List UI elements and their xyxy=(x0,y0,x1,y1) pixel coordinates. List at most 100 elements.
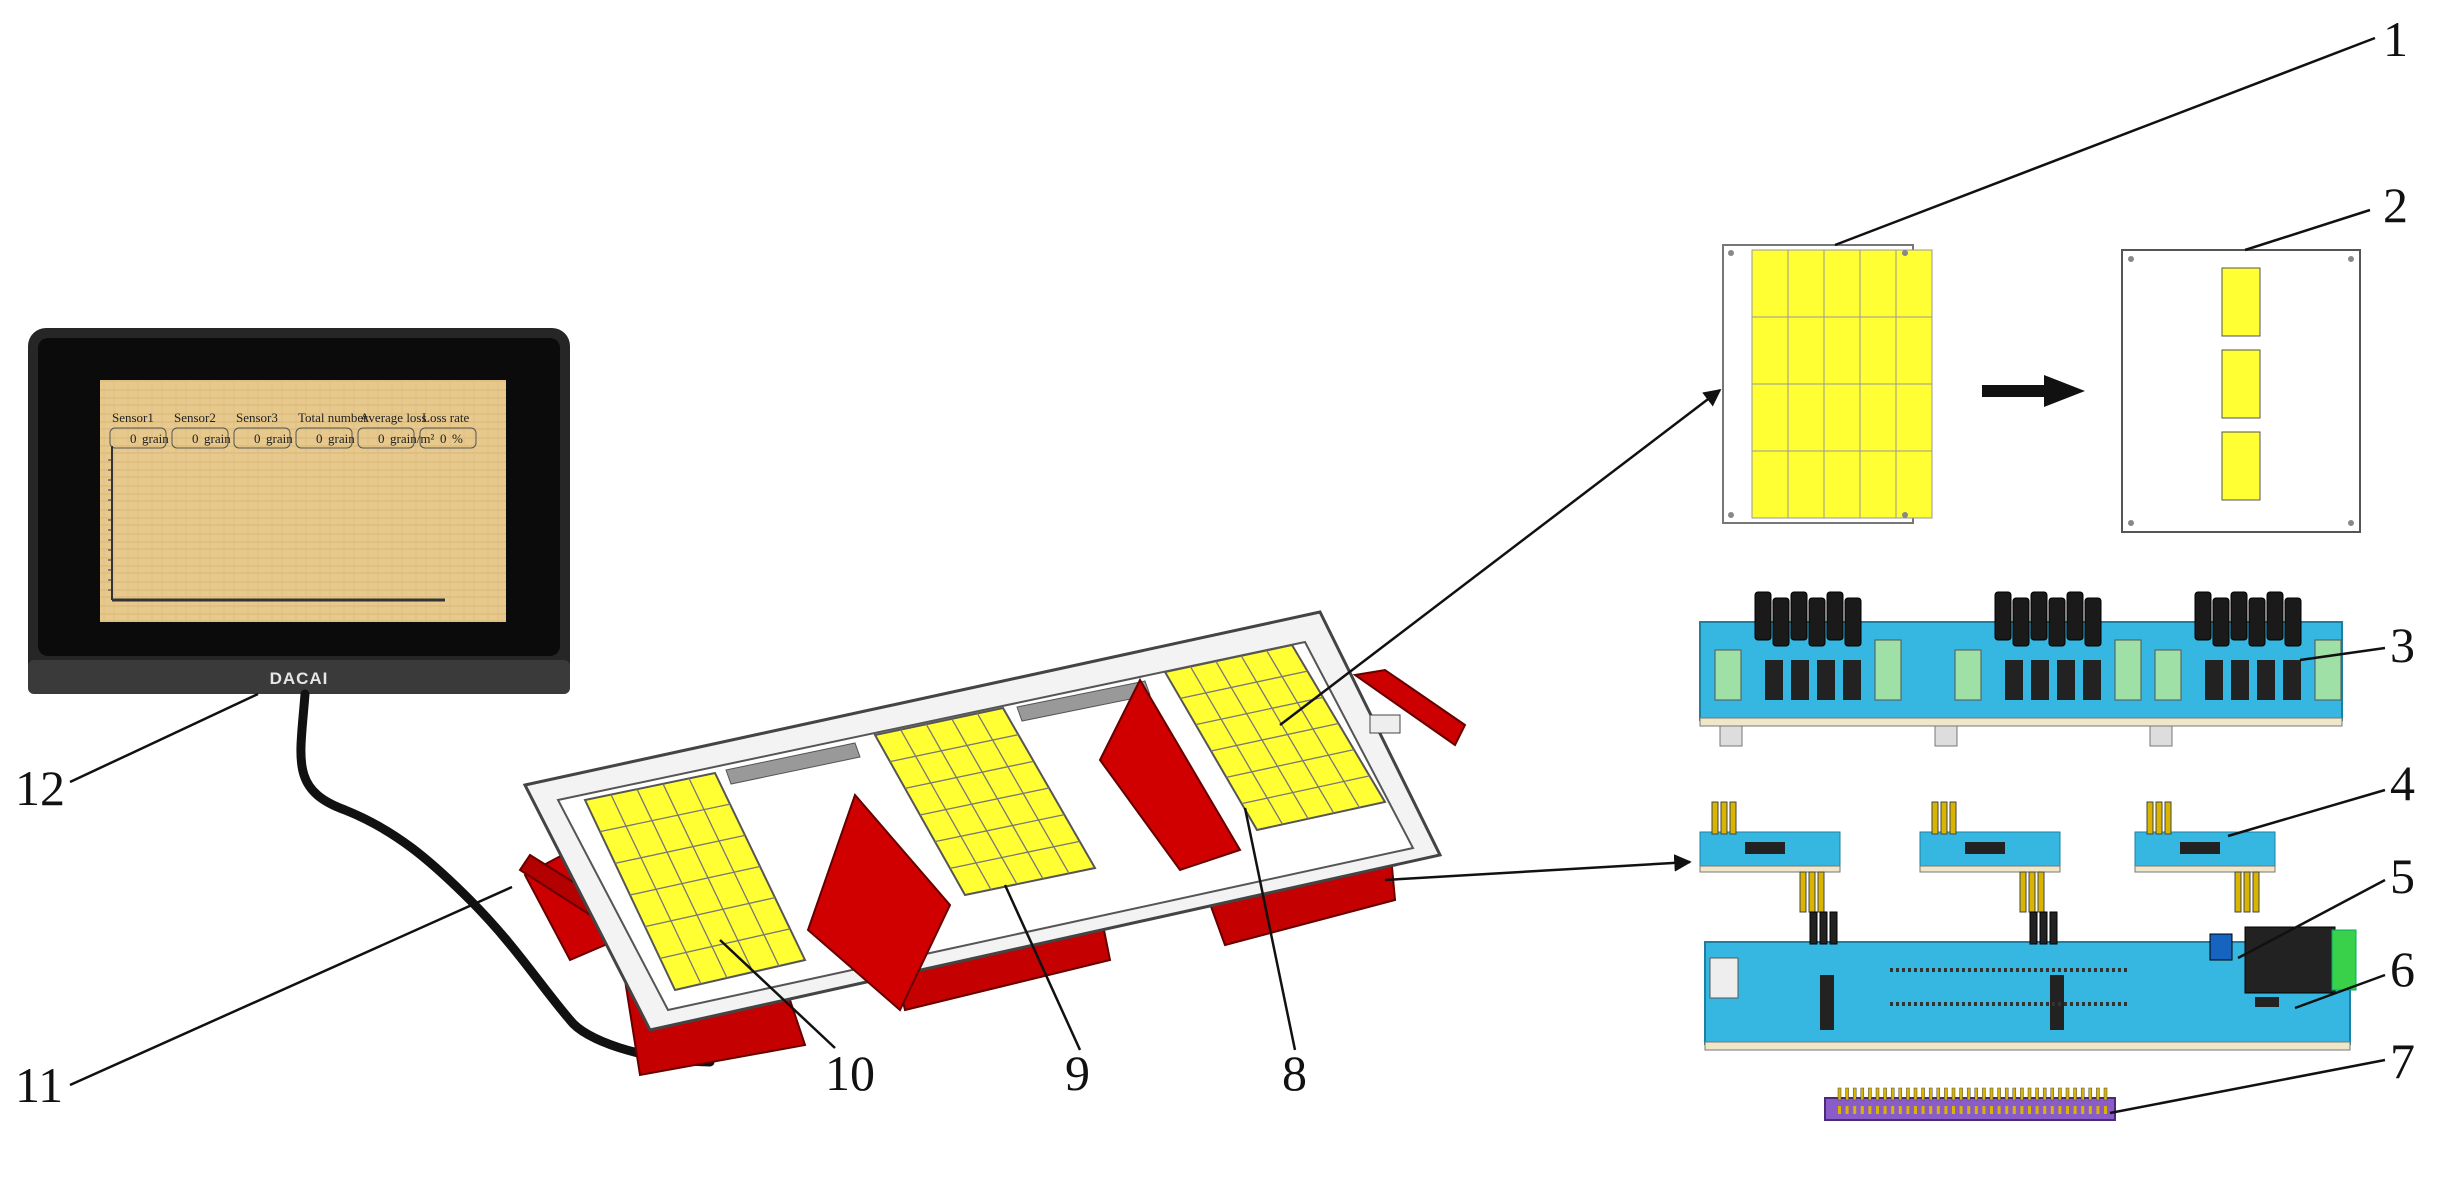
screen-column-header: Sensor2 xyxy=(174,410,216,425)
capacitor xyxy=(1754,591,1772,641)
crossbar-1 xyxy=(725,742,861,785)
screen-column-header: Average loss xyxy=(360,410,427,425)
screen-column-value: 0 xyxy=(130,431,137,446)
pin-header xyxy=(2234,871,2242,913)
callout-6: 6 xyxy=(2390,941,2415,997)
crossbar-2 xyxy=(1016,680,1151,722)
screen-column-value: 0 xyxy=(440,431,447,446)
callout-2: 2 xyxy=(2383,177,2408,233)
dip-chip xyxy=(2231,660,2249,700)
socket-pin xyxy=(1829,911,1838,945)
dip-chip xyxy=(2283,660,2301,700)
pin-header xyxy=(2252,871,2260,913)
right-mounting-bracket xyxy=(1352,668,1467,747)
screen-column-header: Loss rate xyxy=(422,410,470,425)
callout-12: 12 xyxy=(15,760,65,816)
amplifier-chip xyxy=(2180,842,2220,854)
pin-header xyxy=(2155,801,2163,835)
screen-value-box xyxy=(357,427,415,449)
screen-column-value: 0 xyxy=(378,431,385,446)
socket-pin xyxy=(1809,911,1818,945)
screen-value-box xyxy=(109,427,167,449)
capacitor xyxy=(2230,591,2248,641)
screen-column-value: 0 xyxy=(254,431,261,446)
pin-header xyxy=(1817,871,1825,913)
dip-chip xyxy=(2205,660,2223,700)
relay-block xyxy=(1874,639,1902,701)
connector-socket xyxy=(2050,975,2064,1030)
amplifier-module-board xyxy=(1919,831,2061,869)
pin-header xyxy=(2243,871,2251,913)
piezo-element-1 xyxy=(2221,267,2261,337)
sensor-plate-assembly xyxy=(1722,244,1933,524)
screen-column-unit: grain xyxy=(266,431,293,446)
piezo-element-2 xyxy=(2221,349,2261,419)
callout-9: 9 xyxy=(1065,1045,1090,1101)
capacitor xyxy=(2012,597,2030,647)
callout-10: 10 xyxy=(825,1045,875,1101)
callout-4: 4 xyxy=(2390,755,2415,811)
small-ic xyxy=(2255,997,2279,1007)
divider-red-2 xyxy=(1098,677,1242,872)
relay-block xyxy=(1714,649,1742,701)
capacitor xyxy=(2194,591,2212,641)
capacitor xyxy=(2030,591,2048,641)
usb-port xyxy=(1709,957,1739,999)
socket-pin xyxy=(2039,911,2048,945)
right-bracket-bolt xyxy=(1369,714,1401,734)
capacitor xyxy=(1790,591,1808,641)
sensor-frame-assembly xyxy=(518,610,1467,1077)
screen-column-header: Sensor1 xyxy=(112,410,154,425)
connector-socket xyxy=(1820,975,1834,1030)
screen-column-header: Sensor3 xyxy=(236,410,278,425)
dip-chip xyxy=(2257,660,2275,700)
screen-value-box xyxy=(233,427,291,449)
piezo-backing-plate xyxy=(2121,249,2361,533)
screen-column-header: Total number xyxy=(298,410,368,425)
capacitor xyxy=(2266,591,2284,641)
display-cable xyxy=(296,689,715,1067)
dip-chip xyxy=(2005,660,2023,700)
relay-block xyxy=(2114,639,2142,701)
amplifier-chip xyxy=(1745,842,1785,854)
pin-header xyxy=(1711,801,1719,835)
capacitor xyxy=(2248,597,2266,647)
capacitor xyxy=(1808,597,1826,647)
amplifier-chip xyxy=(1965,842,2005,854)
callout-7: 7 xyxy=(2390,1033,2415,1089)
relay-block xyxy=(2314,639,2342,701)
capacitor-blue xyxy=(2209,933,2233,961)
socket-pin xyxy=(2029,911,2038,945)
pin-header xyxy=(1729,801,1737,835)
callout-8: 8 xyxy=(1282,1045,1307,1101)
dip-chip xyxy=(2083,660,2101,700)
capacitor xyxy=(2048,597,2066,647)
callout-5: 5 xyxy=(2390,848,2415,904)
screen-column-unit: grain xyxy=(142,431,169,446)
leader-lines xyxy=(69,36,2386,1115)
pin-header xyxy=(1949,801,1957,835)
capacitor xyxy=(1844,597,1862,647)
screen-column-value: 0 xyxy=(316,431,323,446)
ribbon-connector xyxy=(1824,1087,2116,1121)
dip-chip xyxy=(1765,660,1783,700)
dip-chip xyxy=(1791,660,1809,700)
callout-1: 1 xyxy=(2383,11,2408,67)
capacitor xyxy=(2284,597,2302,647)
amplifier-modules xyxy=(1699,801,2276,913)
callout-numbers: 1 2 3 4 5 6 7 8 9 10 11 12 xyxy=(15,11,2415,1113)
callout-3: 3 xyxy=(2390,617,2415,673)
screen-value-box xyxy=(295,427,353,449)
capacitor xyxy=(1826,591,1844,641)
capacitor xyxy=(2212,597,2230,647)
pin-header xyxy=(2019,871,2027,913)
signal-conditioning-board xyxy=(1699,591,2343,747)
board-standoff xyxy=(2149,725,2173,747)
screen-value-box xyxy=(171,427,229,449)
pin-header xyxy=(1940,801,1948,835)
dip-chip xyxy=(2057,660,2075,700)
divider-red-1 xyxy=(806,793,952,1012)
